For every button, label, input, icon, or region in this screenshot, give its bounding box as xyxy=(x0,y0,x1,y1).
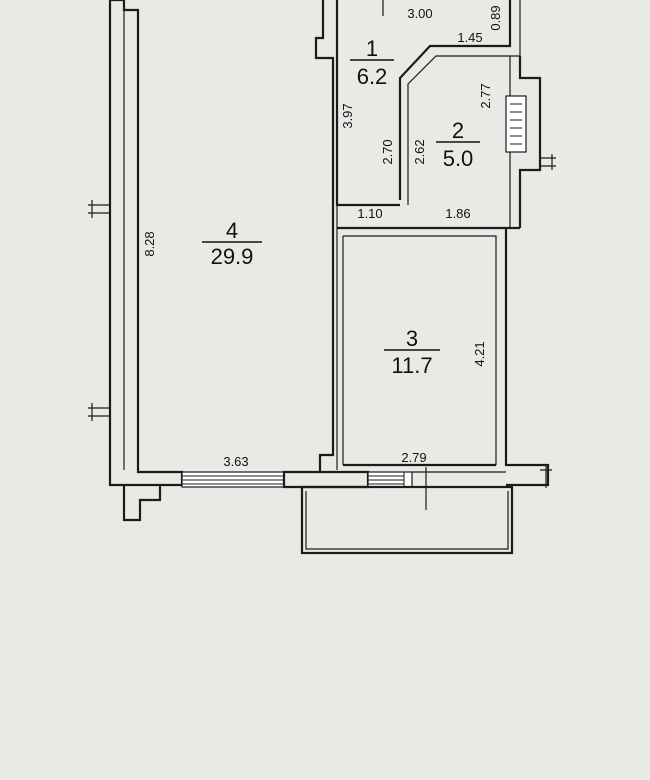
dim-1-45: 1.45 xyxy=(457,30,482,45)
room-1-area: 6.2 xyxy=(357,64,388,89)
room-2-area: 5.0 xyxy=(443,146,474,171)
balcony xyxy=(300,485,514,555)
wall-room-3-right xyxy=(504,228,550,487)
wall-top-right-inner xyxy=(407,0,521,205)
room-3-area: 11.7 xyxy=(391,353,432,378)
dim-4-21: 4.21 xyxy=(472,341,487,366)
dim-2-77: 2.77 xyxy=(478,83,493,108)
wall-room-1-top xyxy=(335,0,400,207)
dim-0-89: 0.89 xyxy=(488,5,503,30)
dim-3-63: 3.63 xyxy=(223,454,248,469)
wall-stub-bottom-right xyxy=(540,465,552,488)
dim-2-70: 2.70 xyxy=(380,139,395,164)
wall-room-3-top-inner xyxy=(343,235,497,465)
wall-top-right xyxy=(398,0,512,200)
dim-2-62: 2.62 xyxy=(412,139,427,164)
dim-2-79: 2.79 xyxy=(401,450,426,465)
room-2-number: 2 xyxy=(452,118,464,143)
window-room-4 xyxy=(181,471,285,488)
ventilation-duct xyxy=(505,95,527,153)
wall-room-2-right xyxy=(518,56,542,228)
room-3-number: 3 xyxy=(406,326,418,351)
window-room-3 xyxy=(367,471,413,488)
corner-pier xyxy=(122,485,162,522)
room-4-area: 29.9 xyxy=(211,244,254,269)
wall-stub-left-top xyxy=(88,200,110,218)
wall-room-4 xyxy=(108,0,184,487)
room-4-number: 4 xyxy=(226,218,238,243)
balcony-inner xyxy=(305,491,509,550)
wall-middle xyxy=(314,0,335,472)
dim-1-10: 1.10 xyxy=(357,206,382,221)
wall-stub-right xyxy=(540,154,556,170)
room-1-number: 1 xyxy=(366,36,378,61)
dim-8-28: 8.28 xyxy=(142,231,157,256)
wall-stub-left-bottom xyxy=(88,403,110,421)
dim-3-00: 3.00 xyxy=(407,6,432,21)
dim-3-97: 3.97 xyxy=(340,103,355,128)
dim-1-86: 1.86 xyxy=(445,206,470,221)
